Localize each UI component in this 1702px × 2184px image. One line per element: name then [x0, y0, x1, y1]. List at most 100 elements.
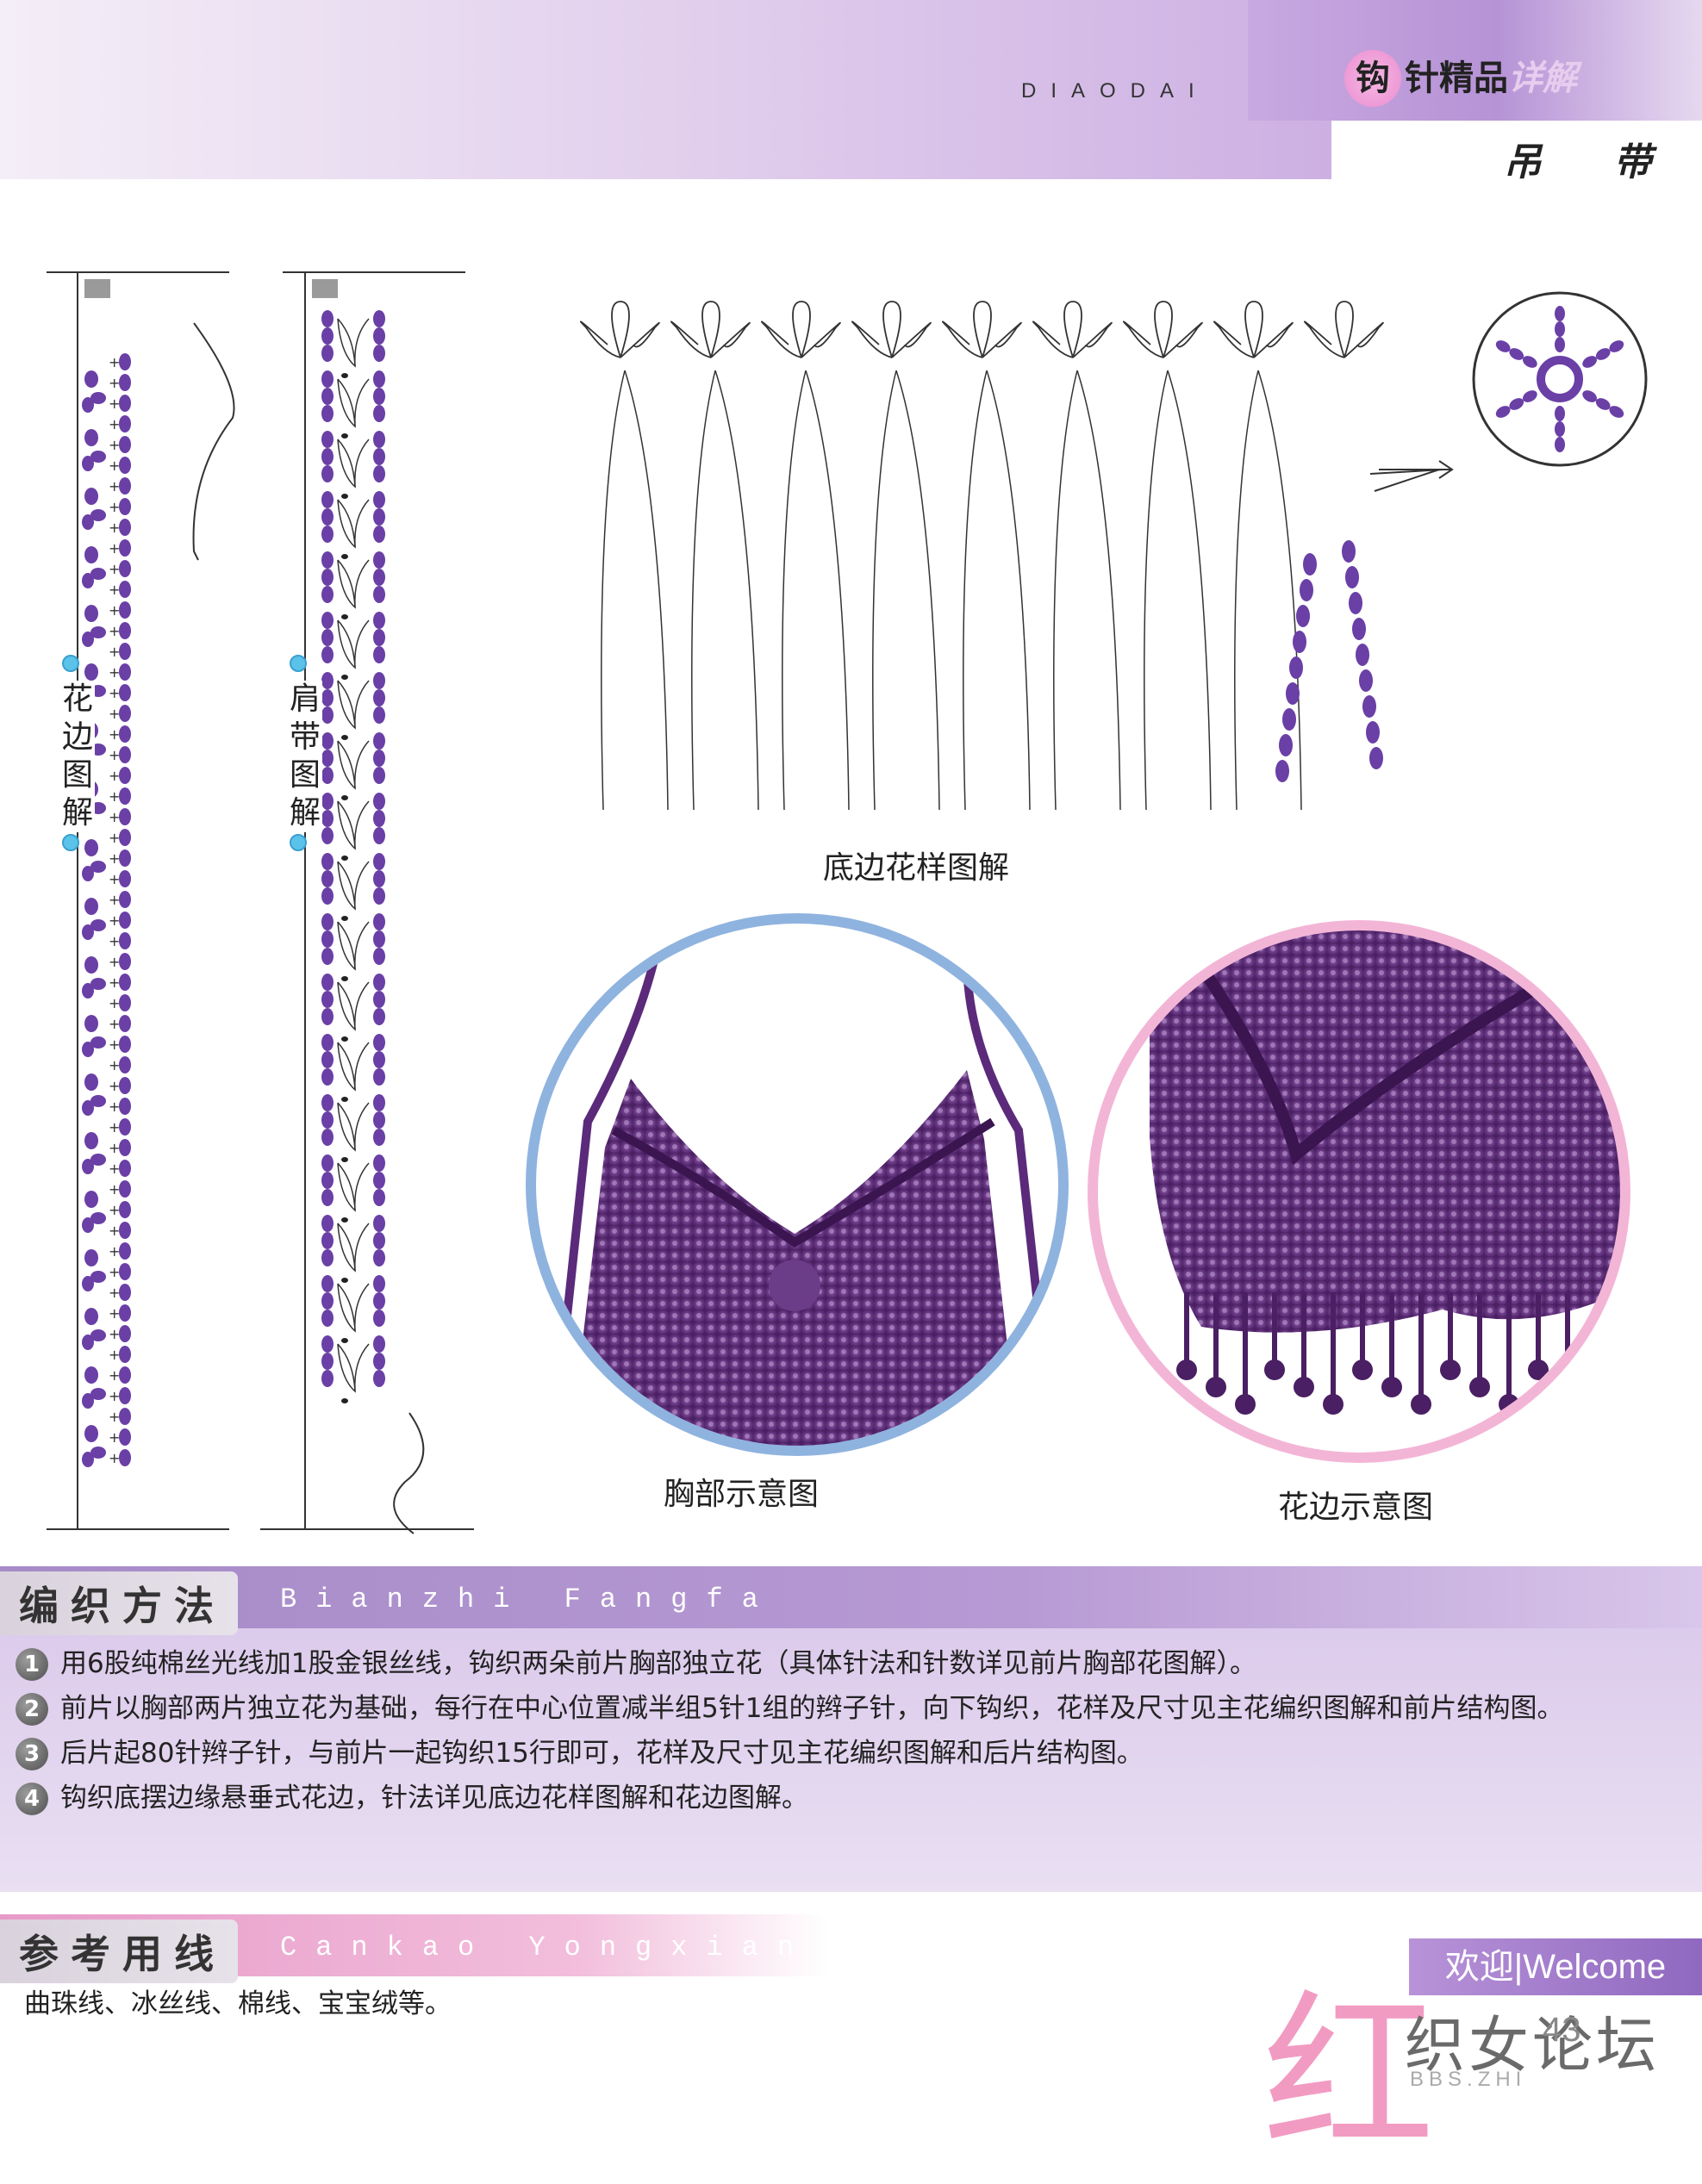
svg-text:+: +: [109, 1326, 120, 1342]
yarn-roman: Cankao Yongxian: [280, 1932, 814, 1963]
svg-text:+: +: [109, 706, 120, 722]
edge-photo: [1098, 930, 1620, 1453]
svg-text:+: +: [109, 1367, 120, 1384]
svg-text:+: +: [109, 933, 120, 949]
svg-text:+: +: [109, 561, 120, 577]
edge-dot-bottom: [62, 834, 79, 851]
svg-text:+: +: [109, 871, 120, 887]
step-text: 钩织底摆边缘悬垂式花边，针法详见底边花样图解和花边图解。: [60, 1783, 808, 1814]
strap-chart-stitches: [321, 310, 385, 1403]
svg-text:+: +: [109, 1098, 120, 1115]
svg-text:+: +: [109, 1078, 120, 1094]
edge-photo-caption: 花边示意图: [1278, 1490, 1434, 1525]
svg-text:+: +: [109, 1450, 120, 1466]
svg-text:+: +: [109, 1347, 120, 1363]
edge-chart-stitches: + + + + + + + + + + + + + + + + + + + + + + + + + + + + + + + + + + + + + + + +…: [82, 353, 131, 1467]
svg-text:+: +: [109, 1285, 120, 1301]
svg-text:+: +: [109, 685, 120, 701]
yarn-text: 曲珠线、冰丝线、棉线、宝宝绒等。: [24, 1988, 452, 2019]
hem-caption: 底边花样图解: [823, 850, 1010, 886]
svg-text:+: +: [109, 1057, 120, 1073]
chest-photo: [536, 924, 1058, 1446]
strap-dot-bottom: [290, 834, 307, 851]
hem-pattern-chart: [579, 291, 1648, 811]
svg-text:+: +: [109, 375, 120, 391]
svg-text:+: +: [109, 726, 120, 743]
svg-text:+: +: [109, 809, 120, 825]
forum-url: BBS.ZHI: [1410, 2068, 1527, 2091]
svg-text:+: +: [109, 1140, 120, 1156]
svg-text:+: +: [109, 1160, 120, 1177]
method-header: 编织方法 Bianzhi Fangfa: [0, 1566, 1702, 1635]
svg-text:+: +: [109, 892, 120, 908]
svg-text:+: +: [109, 1202, 120, 1218]
brand-first-char: 钩: [1344, 50, 1401, 107]
brand-pale: 详解: [1508, 58, 1577, 98]
edge-chart-frame: [47, 271, 235, 1530]
svg-text:+: +: [109, 582, 120, 598]
method-steps: 1 用6股纯棉丝光线加1股金银丝线，钩织两朵前片胸部独立花（具体针法和针数详见前片…: [16, 1641, 1679, 1820]
svg-text:+: +: [109, 1181, 120, 1198]
hem-picot-loops: [579, 301, 1384, 358]
svg-text:+: +: [109, 1305, 120, 1322]
svg-text:+: +: [109, 623, 120, 639]
svg-text:+: +: [109, 788, 120, 805]
svg-text:+: +: [109, 644, 120, 660]
svg-text:+: +: [109, 768, 120, 784]
series-brand: 钩针精品详解: [1344, 50, 1577, 107]
step-number: 3: [16, 1738, 48, 1770]
chest-caption: 胸部示意图: [664, 1477, 820, 1512]
edge-chart-label: 花边图解: [60, 681, 95, 832]
method-roman: Bianzhi Fangfa: [280, 1584, 777, 1615]
method-step: 3 后片起80针辫子针，与前片一起钩织15行即可，花样及尺寸见主花编织图解和后片结…: [16, 1731, 1679, 1776]
step-number: 2: [16, 1693, 48, 1726]
strap-chart-label: 肩带图解: [288, 681, 322, 832]
hem-hanging-strands: [601, 370, 1302, 811]
yarn-header: 参考用线 Cankao Yongxian: [0, 1914, 827, 1983]
edge-photo-ring: [1088, 920, 1630, 1463]
svg-text:+: +: [109, 1429, 120, 1446]
edge-and-strap-charts: + + + + + + + + + + + + + + + + + + + + + + + + + + + + + + + + + + + + + + + +…: [47, 271, 474, 1534]
running-head: DIAODAI: [1021, 79, 1209, 103]
step-number: 1: [16, 1648, 48, 1681]
step-number: 4: [16, 1783, 48, 1815]
svg-text:+: +: [109, 1016, 120, 1032]
svg-text:+: +: [109, 457, 120, 474]
strap-chart-frame: [260, 271, 474, 1534]
svg-text:+: +: [109, 1388, 120, 1404]
svg-text:+: +: [109, 520, 120, 536]
svg-text:+: +: [109, 1409, 120, 1425]
brand-rest: 针精品: [1405, 58, 1508, 98]
svg-text:+: +: [109, 602, 120, 619]
svg-text:+: +: [109, 478, 120, 495]
svg-text:+: +: [109, 1223, 120, 1239]
svg-text:+: +: [109, 540, 120, 557]
method-step: 1 用6股纯棉丝光线加1股金银丝线，钩织两朵前片胸部独立花（具体针法和针数详见前片…: [16, 1641, 1679, 1686]
svg-text:+: +: [109, 354, 120, 370]
flower-motif: [1472, 291, 1648, 467]
svg-text:+: +: [109, 995, 120, 1011]
welcome-banner: 欢迎|Welcome: [1409, 1938, 1702, 1995]
method-section: 编织方法 Bianzhi Fangfa: [0, 1566, 1702, 1892]
page-title: 吊 带: [1504, 140, 1681, 184]
header-tab: [1248, 0, 1702, 121]
header-notch: [1331, 121, 1702, 179]
svg-text:+: +: [109, 664, 120, 681]
hem-bead-chain: [1275, 540, 1383, 782]
svg-text:+: +: [109, 499, 120, 515]
svg-text:+: +: [109, 1036, 120, 1053]
step-text: 用6股纯棉丝光线加1股金银丝线，钩织两朵前片胸部独立花（具体针法和针数详见前片胸…: [60, 1648, 1256, 1679]
method-title: 编织方法: [0, 1571, 238, 1635]
chest-photo-ring: [526, 913, 1069, 1456]
step-text: 后片起80针辫子针，与前片一起钩织15行即可，花样及尺寸见主花编织图解和后片结构…: [60, 1738, 1144, 1769]
method-step: 4 钩织底摆边缘悬垂式花边，针法详见底边花样图解和花边图解。: [16, 1776, 1679, 1820]
svg-text:+: +: [109, 954, 120, 970]
svg-text:+: +: [109, 437, 120, 453]
svg-text:+: +: [109, 850, 120, 867]
chest-photo-illustration: [548, 948, 1058, 1446]
page-number: 43: [1543, 2011, 1581, 2049]
svg-text:+: +: [109, 395, 120, 412]
svg-text:+: +: [109, 747, 120, 763]
svg-text:+: +: [109, 1264, 120, 1280]
